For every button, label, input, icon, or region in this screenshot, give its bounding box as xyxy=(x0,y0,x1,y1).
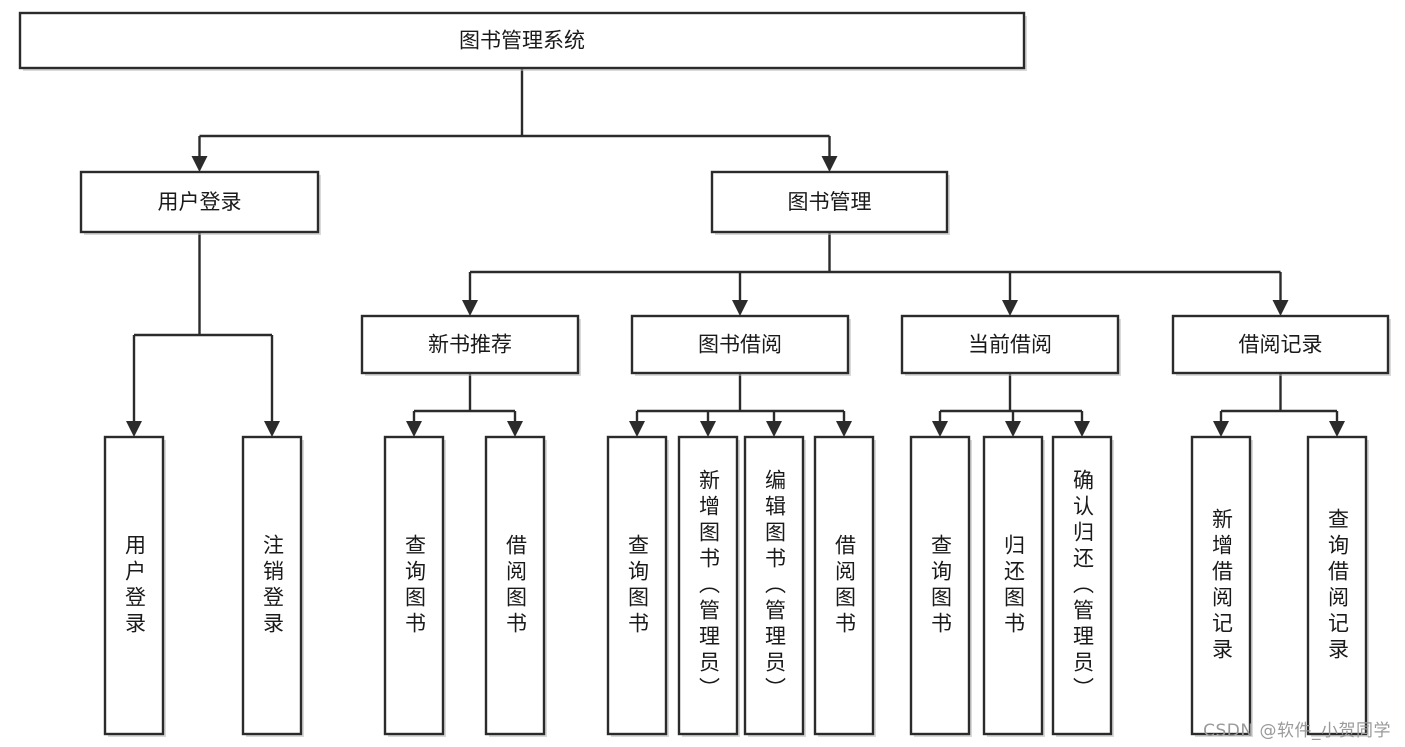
node-root xyxy=(18,11,1026,70)
node-book-borrow xyxy=(630,314,850,375)
arrow-head-icon xyxy=(126,421,142,437)
node-leaf-query-book-2 xyxy=(606,435,668,736)
node-book-borrow-label: 图书借阅 xyxy=(698,333,782,357)
arrow-head-icon xyxy=(264,421,280,437)
node-leaf-add-record xyxy=(1190,435,1252,736)
node-leaf-add-book xyxy=(677,435,739,736)
arrow-head-icon xyxy=(1005,421,1021,437)
boxes-layer xyxy=(18,11,1391,737)
node-new-book-recommend xyxy=(360,314,580,375)
node-current-borrow xyxy=(900,314,1120,375)
arrow-head-icon xyxy=(629,421,645,437)
arrow-head-icon xyxy=(732,300,748,316)
arrow-head-icon xyxy=(821,156,838,172)
node-leaf-borrow-book-1 xyxy=(484,435,546,736)
node-borrow-record xyxy=(1171,314,1390,375)
arrow-head-icon xyxy=(1272,300,1289,316)
arrow-head-icon xyxy=(700,421,716,437)
node-current-borrow-label: 当前借阅 xyxy=(968,333,1052,357)
arrow-head-icon xyxy=(836,421,852,437)
node-leaf-query-book-1 xyxy=(383,435,445,736)
node-leaf-confirm-return xyxy=(1051,435,1113,736)
arrow-head-icon xyxy=(1002,300,1018,316)
arrow-head-icon xyxy=(1329,421,1345,437)
node-leaf-query-record xyxy=(1306,435,1368,736)
node-book-manage-label: 图书管理 xyxy=(788,190,872,214)
node-book-manage xyxy=(710,170,949,234)
arrow-head-icon xyxy=(507,421,523,437)
node-leaf-borrow-book-2 xyxy=(813,435,875,736)
arrow-head-icon xyxy=(766,421,782,437)
arrow-head-icon xyxy=(1213,421,1229,437)
node-leaf-query-book-3 xyxy=(909,435,971,736)
node-leaf-user-login xyxy=(103,435,165,736)
arrow-head-icon xyxy=(191,156,208,172)
node-leaf-edit-book xyxy=(743,435,805,736)
node-user-login-label: 用户登录 xyxy=(158,190,242,214)
node-borrow-record-label: 借阅记录 xyxy=(1239,333,1323,357)
node-leaf-logout xyxy=(241,435,303,736)
node-root-label: 图书管理系统 xyxy=(459,29,585,53)
watermark-text: CSDN @软件_小贺同学 xyxy=(1203,721,1391,741)
arrow-head-icon xyxy=(932,421,948,437)
arrow-head-icon xyxy=(462,300,478,316)
node-user-login xyxy=(79,170,320,234)
arrow-head-icon xyxy=(406,421,422,437)
node-new-book-recommend-label: 新书推荐 xyxy=(428,333,512,357)
arrow-head-icon xyxy=(1074,421,1090,437)
node-leaf-return-book xyxy=(982,435,1044,736)
edges-layer xyxy=(126,68,1345,437)
